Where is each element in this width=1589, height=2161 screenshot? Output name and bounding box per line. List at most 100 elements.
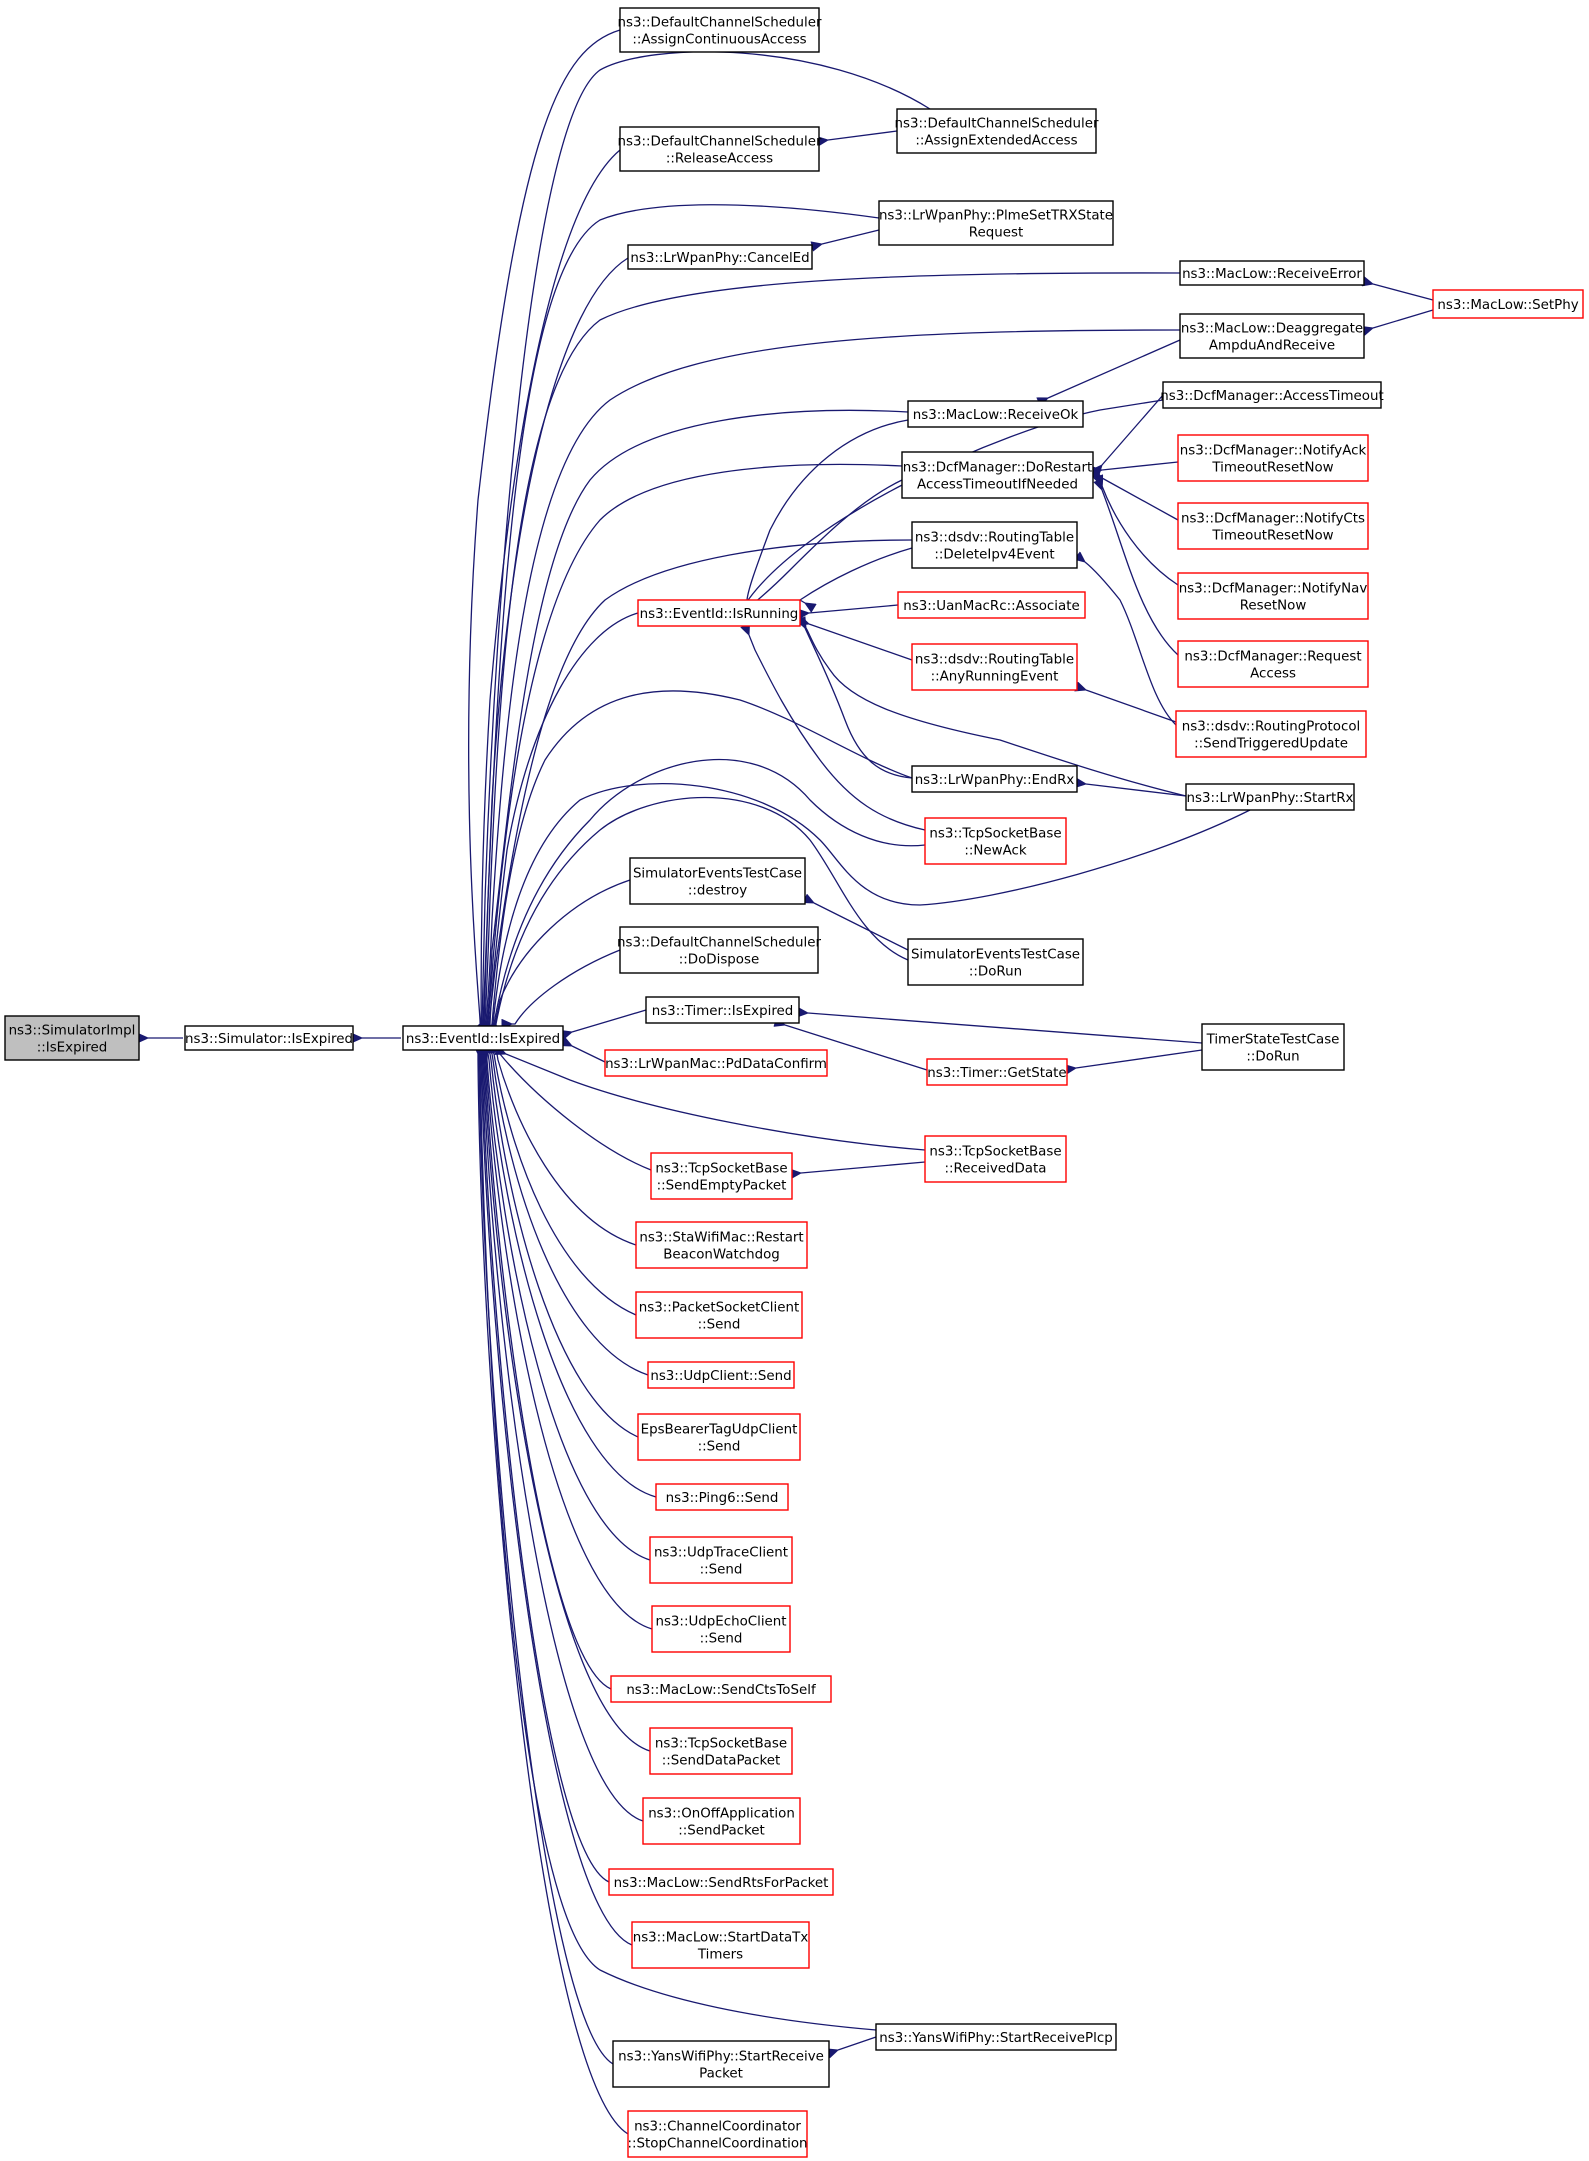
edge-tcp_sep-to-ev bbox=[500, 1054, 652, 1171]
edge-tcp_rd-to-ev bbox=[506, 1054, 926, 1151]
edge-ev_run-to-ev bbox=[490, 612, 639, 1024]
node-label: ns3::YansWifiPhy::StartReceivePlcp bbox=[879, 2031, 1112, 2046]
node-dcs_ra[interactable]: ns3::DefaultChannelScheduler::ReleaseAcc… bbox=[618, 126, 822, 172]
node-udptc[interactable]: ns3::UdpTraceClient::Send bbox=[649, 1536, 793, 1584]
node-ml_setphy[interactable]: ns3::MacLow::SetPhy bbox=[1432, 289, 1584, 319]
edge-yans_srp-to-ev bbox=[479, 1054, 614, 2065]
edge-ml_re-to-ev bbox=[485, 272, 1181, 1024]
edge-dsdv_any-to-ev_run bbox=[809, 624, 913, 661]
node-box bbox=[1179, 260, 1365, 286]
node-label: Access bbox=[1250, 667, 1296, 682]
edge-dcf_nack-to-dcf_dr bbox=[1102, 461, 1179, 470]
node-dcf_at[interactable]: ns3::DcfManager::AccessTimeout bbox=[1160, 381, 1384, 409]
node-box bbox=[649, 1727, 793, 1775]
node-label: ::IsExpired bbox=[37, 1041, 108, 1056]
node-box bbox=[911, 643, 1078, 691]
node-label: ns3::MacLow::ReceiveOk bbox=[913, 408, 1079, 423]
node-dsdv_any[interactable]: ns3::dsdv::RoutingTable::AnyRunningEvent bbox=[911, 643, 1078, 691]
node-tcp_newack[interactable]: ns3::TcpSocketBase::NewAck bbox=[924, 817, 1067, 865]
node-dcs_dd[interactable]: ns3::DefaultChannelScheduler::DoDispose bbox=[617, 926, 821, 974]
edge-ml_sdt-to-ev bbox=[481, 1054, 633, 1946]
node-label: ::NewAck bbox=[964, 844, 1027, 859]
node-layer: ns3::SimulatorImpl::IsExpired ns3::Simula… bbox=[4, 7, 1584, 2158]
node-lr_endrx[interactable]: ns3::LrWpanPhy::EndRx bbox=[911, 765, 1078, 793]
node-cc[interactable]: ns3::ChannelCoordinator::StopChannelCoor… bbox=[627, 2110, 808, 2158]
edge-dcf_dr-to-ev_run bbox=[753, 479, 903, 604]
node-tcp_sdp[interactable]: ns3::TcpSocketBase::SendDataPacket bbox=[649, 1727, 793, 1775]
node-lr_ce[interactable]: ns3::LrWpanPhy::CancelEd bbox=[627, 244, 813, 270]
edge-ml_rok-to-ev_run bbox=[745, 419, 909, 602]
node-setc_run[interactable]: SimulatorEventsTestCase::DoRun bbox=[907, 938, 1084, 986]
edge-tstc-to-tm_gs bbox=[1076, 1049, 1203, 1068]
node-box bbox=[629, 857, 806, 905]
node-dcf_nack[interactable]: ns3::DcfManager::NotifyAckTimeoutResetNo… bbox=[1177, 434, 1369, 482]
node-dcs_aea[interactable]: ns3::DefaultChannelScheduler::AssignExte… bbox=[895, 108, 1099, 154]
node-box bbox=[619, 926, 819, 974]
node-dcs_aca[interactable]: ns3::DefaultChannelScheduler::AssignCont… bbox=[618, 7, 822, 53]
node-label: ::AnyRunningEvent bbox=[931, 670, 1059, 685]
node-onoff[interactable]: ns3::OnOffApplication::SendPacket bbox=[642, 1797, 801, 1845]
node-setc_d[interactable]: SimulatorEventsTestCase::destroy bbox=[629, 857, 806, 905]
node-eps[interactable]: EpsBearerTagUdpClient::Send bbox=[637, 1413, 801, 1461]
node-dcf_ncts[interactable]: ns3::DcfManager::NotifyCtsTimeoutResetNo… bbox=[1177, 502, 1369, 550]
node-box bbox=[627, 244, 813, 270]
node-box bbox=[4, 1015, 140, 1061]
node-label: Timers bbox=[697, 1948, 743, 1963]
node-label: ::SendPacket bbox=[678, 1824, 765, 1839]
node-label: ns3::UdpTraceClient bbox=[654, 1546, 788, 1561]
node-uan[interactable]: ns3::UanMacRc::Associate bbox=[897, 591, 1086, 619]
edge-dcs_aca-to-ev bbox=[468, 29, 621, 1024]
node-lrmac[interactable]: ns3::LrWpanMac::PdDataConfirm bbox=[604, 1049, 828, 1077]
node-ev_run[interactable]: ns3::EventId::IsRunning bbox=[637, 599, 801, 627]
node-label: ns3::PacketSocketClient bbox=[639, 1301, 799, 1316]
node-label: ns3::LrWpanPhy::EndRx bbox=[915, 773, 1075, 788]
node-label: ResetNow bbox=[1240, 599, 1307, 614]
node-ml_rok[interactable]: ns3::MacLow::ReceiveOk bbox=[907, 400, 1084, 428]
node-tm_ie[interactable]: ns3::Timer::IsExpired bbox=[645, 996, 800, 1024]
node-tm_gs[interactable]: ns3::Timer::GetState bbox=[926, 1058, 1068, 1086]
edge-dsdv_del-to-ev bbox=[489, 539, 913, 1024]
edge-dsdv_stu-to-dsdv_any bbox=[1086, 690, 1177, 723]
node-root[interactable]: ns3::SimulatorImpl::IsExpired bbox=[4, 1015, 140, 1061]
node-box bbox=[402, 1025, 564, 1051]
node-ev[interactable]: ns3::EventId::IsExpired bbox=[402, 1025, 564, 1051]
node-label: ns3::OnOffApplication bbox=[648, 1807, 795, 1822]
node-yans_plcp[interactable]: ns3::YansWifiPhy::StartReceivePlcp bbox=[875, 2023, 1117, 2051]
edge-ml_deagg-to-ml_rok bbox=[1048, 339, 1181, 398]
node-tstc[interactable]: TimerStateTestCase::DoRun bbox=[1201, 1023, 1345, 1071]
node-ml_scts[interactable]: ns3::MacLow::SendCtsToSelf bbox=[610, 1675, 832, 1703]
node-ping6[interactable]: ns3::Ping6::Send bbox=[655, 1483, 789, 1511]
node-label: SimulatorEventsTestCase bbox=[633, 867, 802, 882]
node-sim[interactable]: ns3::Simulator::IsExpired bbox=[184, 1025, 354, 1051]
edge-udpc-to-ev bbox=[492, 1054, 649, 1376]
edge-lr_startrx-to-lr_endrx bbox=[1086, 784, 1187, 797]
node-label: TimeoutResetNow bbox=[1211, 461, 1333, 476]
node-ml_re[interactable]: ns3::MacLow::ReceiveError bbox=[1179, 260, 1365, 286]
node-udpec[interactable]: ns3::UdpEchoClient::Send bbox=[651, 1605, 791, 1653]
node-dsdv_stu[interactable]: ns3::dsdv::RoutingProtocol::SendTriggere… bbox=[1175, 710, 1367, 758]
node-tcp_sep[interactable]: ns3::TcpSocketBase::SendEmptyPacket bbox=[650, 1152, 793, 1200]
node-ml_srts[interactable]: ns3::MacLow::SendRtsForPacket bbox=[608, 1868, 834, 1896]
node-udpc[interactable]: ns3::UdpClient::Send bbox=[647, 1361, 795, 1389]
node-label: ns3::TcpSocketBase bbox=[655, 1162, 787, 1177]
node-lr_startrx[interactable]: ns3::LrWpanPhy::StartRx bbox=[1185, 783, 1355, 811]
node-label: ns3::LrWpanPhy::PlmeSetTRXState bbox=[879, 209, 1113, 224]
node-psc[interactable]: ns3::PacketSocketClient::Send bbox=[635, 1291, 803, 1339]
node-dsdv_del[interactable]: ns3::dsdv::RoutingTable::DeleteIpv4Event bbox=[911, 521, 1078, 569]
node-label: ::StopChannelCoordination bbox=[627, 2137, 807, 2152]
edge-ml_srts-to-ev bbox=[482, 1054, 610, 1883]
node-dcf_dr[interactable]: ns3::DcfManager::DoRestartAccessTimeoutI… bbox=[901, 451, 1094, 499]
edge-cc-to-ev bbox=[478, 1054, 629, 2135]
node-tcp_rd[interactable]: ns3::TcpSocketBase::ReceivedData bbox=[924, 1135, 1067, 1183]
node-box bbox=[1177, 502, 1369, 550]
edge-dsdv_del-to-ev_run bbox=[798, 547, 913, 603]
node-box bbox=[926, 1058, 1068, 1086]
node-label: ::SendDataPacket bbox=[662, 1754, 781, 1769]
